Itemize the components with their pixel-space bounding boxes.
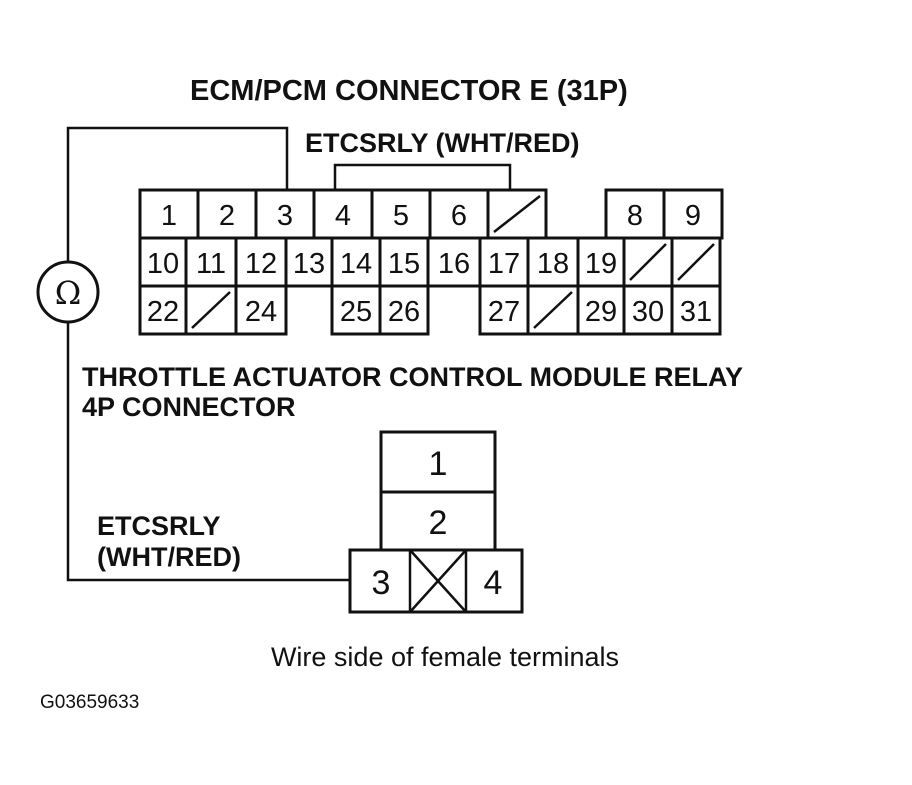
relay-terminal-2-cell xyxy=(379,490,497,552)
ecm-cell xyxy=(604,188,666,240)
ecm-terminal-16: 16 xyxy=(438,248,470,280)
ecm-cell xyxy=(378,284,430,336)
ecm-terminal-30: 30 xyxy=(632,296,664,328)
ecm-cell xyxy=(234,236,288,288)
caption: Wire side of female terminals xyxy=(271,642,619,672)
relay-terminal-3: 3 xyxy=(372,564,391,602)
ecm-terminal-26: 26 xyxy=(388,296,420,328)
ecm-cell xyxy=(138,284,188,336)
ecm-terminal-2: 2 xyxy=(219,200,235,232)
ecm-cell xyxy=(330,284,382,336)
ecm-cell xyxy=(670,284,722,336)
ecm-terminal-9: 9 xyxy=(685,200,701,232)
ohmmeter-icon: Ω xyxy=(36,260,100,324)
ecm-terminal-12: 12 xyxy=(245,248,277,280)
ecm-cell xyxy=(254,188,316,240)
ecm-cell xyxy=(478,284,530,336)
figure-code: G03659633 xyxy=(40,692,139,713)
relay-terminal-1: 1 xyxy=(429,445,448,483)
ecm-terminal-11: 11 xyxy=(196,248,226,280)
ecm-cell xyxy=(284,236,334,288)
ecm-terminal-18: 18 xyxy=(537,248,569,280)
ecm-cell xyxy=(478,236,530,288)
ecm-terminal-4: 4 xyxy=(335,200,351,232)
wire-to-ecm-terminal-3 xyxy=(66,126,289,262)
ecm-terminal-3: 3 xyxy=(277,200,293,232)
relay-wire-label-line2: (WHT/RED) xyxy=(97,542,241,572)
ecm-terminal-27: 27 xyxy=(488,296,520,328)
ecm-terminal-8: 8 xyxy=(627,200,643,232)
ecm-terminal-6: 6 xyxy=(451,200,467,232)
ohm-symbol: Ω xyxy=(55,274,82,312)
ecm-terminal-1: 1 xyxy=(161,200,177,232)
ecm-terminal-10: 10 xyxy=(147,248,179,280)
ecm-cell xyxy=(330,236,382,288)
relay-terminal-2: 2 xyxy=(429,504,448,542)
relay-bottom-row xyxy=(348,548,524,614)
relay-4p-connector: 1 2 3 4 xyxy=(348,430,524,614)
ecm-terminal-5: 5 xyxy=(393,200,409,232)
ecm-terminal-14: 14 xyxy=(340,248,372,280)
ecm-terminal-24: 24 xyxy=(245,296,277,328)
relay-wire-label-line1: ETCSRLY xyxy=(97,511,221,541)
ecm-cell xyxy=(234,284,288,336)
relay-connector-title-line1: THROTTLE ACTUATOR CONTROL MODULE RELAY xyxy=(82,362,743,392)
relay-connector-title-line2: 4P CONNECTOR xyxy=(82,392,296,422)
ecm-cell xyxy=(138,236,188,288)
ecm-terminal-29: 29 xyxy=(585,296,617,328)
terminal-bracket xyxy=(333,163,512,190)
blank-terminal-slash xyxy=(629,243,667,281)
ecm-cell xyxy=(370,188,432,240)
ecm-terminal-22: 22 xyxy=(147,296,179,328)
blank-terminal-slash xyxy=(677,243,715,281)
ecm-terminal-31: 31 xyxy=(680,296,712,328)
ecm-terminal-19: 19 xyxy=(585,248,617,280)
ecm-terminal-17: 17 xyxy=(488,248,520,280)
blank-terminal-slash xyxy=(191,291,231,329)
relay-terminal-4: 4 xyxy=(484,564,503,602)
ecm-terminal-13: 13 xyxy=(293,248,325,280)
wire-to-relay-terminal-3 xyxy=(66,322,350,582)
ecm-connector-title: ECM/PCM CONNECTOR E (31P) xyxy=(190,75,628,107)
ecm-terminal-25: 25 xyxy=(340,296,372,328)
blank-terminal-slash xyxy=(493,195,541,233)
blank-terminal-slash xyxy=(533,291,573,329)
ecm-wire-label: ETCSRLY (WHT/RED) xyxy=(305,128,580,158)
ecm-terminal-15: 15 xyxy=(388,248,420,280)
